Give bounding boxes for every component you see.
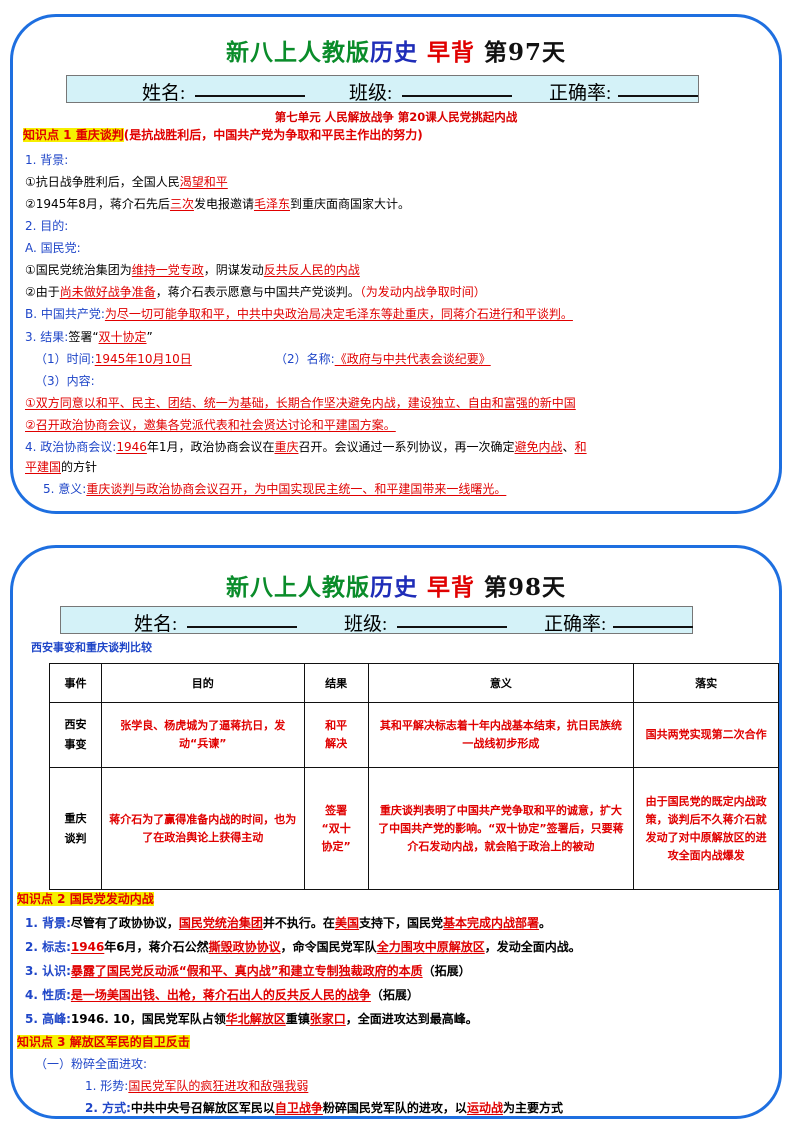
- comparison-table: 事件 目的 结果 意义 落实 西安 事变 张学良、杨虎城为了逼蒋抗日，发动“兵谏…: [49, 663, 779, 890]
- time-row: （1）时间:1945年10月10日: [35, 352, 192, 366]
- class-blank[interactable]: [402, 95, 512, 97]
- table-caption: 西安事变和重庆谈判比较: [31, 641, 152, 654]
- table-row: 重庆 谈判 蒋介石为了赢得准备内战的时间，也为了在政治舆论上获得主动 签署 “双…: [49, 767, 779, 890]
- day97-card: 新八上人教版历史 早背 第97天 姓名: 班级: 正确率: 第七单元 人民解放战…: [10, 14, 782, 514]
- kmt-heading: A. 国民党:: [25, 241, 81, 255]
- background-heading: 1. 背景:: [25, 153, 69, 167]
- meaning-row: 5. 意义:重庆谈判与政治协商会议召开，为中国实现民主统一、和平建国带来一线曙光…: [43, 482, 507, 496]
- kmt1: ①国民党统治集团为维持一党专政，阴谋发动反共反人民的内战: [25, 263, 360, 277]
- result-row: 3. 结果:签署“双十协定”: [25, 330, 153, 344]
- cell-implementation: 国共两党实现第二次合作: [633, 702, 779, 768]
- kp3-row: 知识点 3 解放区军民的自卫反击: [17, 1034, 190, 1050]
- kp1-note: (是抗战胜利后，中国共产党为争取和平民主作出的努力): [123, 128, 423, 142]
- student-info-bar: 姓名: 班级: 正确率:: [66, 75, 699, 104]
- cell-purpose: 张学良、杨虎城为了逼蒋抗日，发动“兵谏”: [100, 702, 305, 768]
- cell-significance: 重庆谈判表明了中国共产党争取和平的诚意，扩大了中国共产党的影响。“双十协定”签署…: [367, 767, 635, 890]
- name-label: 姓名:: [142, 83, 186, 104]
- content1: ①双方同意以和平、民主、团结、统一为基础，长期合作坚决避免内战，建设独立、自由和…: [25, 396, 576, 410]
- rate-label: 正确率:: [544, 614, 607, 635]
- content-heading: （3）内容:: [35, 374, 95, 388]
- cell-event: 重庆 谈判: [49, 767, 102, 890]
- rate-blank[interactable]: [613, 626, 693, 628]
- cell-significance: 其和平解决标志着十年内战基本结束，抗日民族统一战线初步形成: [367, 702, 635, 768]
- table-row: 西安 事变 张学良、杨虎城为了逼蒋抗日，发动“兵谏” 和平 解决 其和平解决标志…: [49, 702, 779, 768]
- bg1: ①抗日战争胜利后，全国人民渴望和平: [25, 175, 228, 189]
- cell-result: 签署 “双十 协定”: [303, 767, 369, 890]
- s1: （一）粉碎全面进攻:: [35, 1057, 148, 1071]
- name-row: （2）名称:《政府与中共代表会谈纪要》: [275, 352, 491, 366]
- table-header-row: 事件 目的 结果 意义 落实: [49, 663, 779, 703]
- cell-purpose: 蒋介石为了赢得准备内战的时间，也为了在政治舆论上获得主动: [100, 767, 305, 890]
- class-blank[interactable]: [397, 626, 507, 628]
- rate-blank[interactable]: [618, 95, 698, 97]
- kp2-row: 知识点 2 国民党发动内战: [17, 891, 154, 907]
- cell-implementation: 由于国民党的既定内战政策，谈判后不久蒋介石就发动了对中原解放区的进攻全面内战爆发: [633, 767, 779, 890]
- name-label: 姓名:: [134, 614, 178, 635]
- unit-heading: 第七单元 人民解放战争 第20课人民党挑起内战: [274, 110, 518, 124]
- kp3-label: 知识点 3 解放区军民的自卫反击: [17, 1035, 190, 1049]
- name-blank[interactable]: [195, 95, 305, 97]
- s2: 1. 形势:国民党军队的疯狂进攻和敌强我弱: [85, 1079, 309, 1093]
- class-label: 班级:: [349, 83, 393, 104]
- k1: 1. 背景:尽管有了政协协议，国民党统治集团并不执行。在美国支持下，国民党基本完…: [25, 916, 551, 930]
- header-result: 结果: [303, 663, 369, 703]
- header-purpose: 目的: [100, 663, 305, 703]
- k5: 5. 高峰:1946. 10，国民党军队占领华北解放区重镇张家口，全面进攻达到最…: [25, 1012, 478, 1026]
- kp1-row: 知识点 1 重庆谈判(是抗战胜利后，中国共产党为争取和平民主作出的努力): [23, 127, 423, 143]
- day98-card: 新八上人教版历史 早背 第98天 姓名: 班级: 正确率: 西安事变和重庆谈判比…: [10, 545, 782, 1119]
- kp1-label: 知识点 1 重庆谈判: [23, 128, 124, 142]
- content2: ②召开政治协商会议，邀集各党派代表和社会贤达讨论和平建国方案。: [25, 418, 396, 432]
- ccp-row: B. 中国共产党:为尽一切可能争取和平，中共中央政治局决定毛泽东等赴重庆，同蒋介…: [25, 307, 573, 321]
- bg2: ②1945年8月，蒋介石先后三次发电报邀请毛泽东到重庆面商国家大计。: [25, 197, 410, 211]
- cell-result: 和平 解决: [303, 702, 369, 768]
- k3: 3. 认识:暴露了国民党反动派“假和平、真内战”和建立专制独裁政府的本质（拓展）: [25, 964, 471, 978]
- pcc-row2: 平建国的方针: [25, 460, 98, 474]
- k2: 2. 标志:1946年6月，蒋介石公然撕毁政协协议，命令国民党军队全力围攻中原解…: [25, 940, 581, 954]
- day98-title: 新八上人教版历史 早背 第98天: [225, 574, 567, 601]
- cell-event: 西安 事变: [49, 702, 102, 768]
- class-label: 班级:: [344, 614, 388, 635]
- header-event: 事件: [49, 663, 102, 703]
- k4: 4. 性质:是一场美国出钱、出枪，蒋介石出人的反共反人民的战争（拓展）: [25, 988, 419, 1002]
- rate-label: 正确率:: [549, 83, 612, 104]
- kp2-label: 知识点 2 国民党发动内战: [17, 892, 154, 906]
- goal-heading: 2. 目的:: [25, 219, 69, 233]
- student-info-bar: 姓名: 班级: 正确率:: [60, 606, 693, 635]
- pcc-row: 4. 政治协商会议:1946年1月，政治协商会议在重庆召开。会议通过一系列协议，…: [25, 440, 587, 454]
- name-blank[interactable]: [187, 626, 297, 628]
- s3: 2. 方式:中共中央号召解放区军民以自卫战争粉碎国民党军队的进攻，以运动战为主要…: [85, 1101, 563, 1115]
- kmt2: ②由于尚未做好战争准备，蒋介石表示愿意与中国共产党谈判。（为发动内战争取时间）: [25, 285, 486, 299]
- day97-title: 新八上人教版历史 早背 第97天: [225, 39, 567, 66]
- header-implementation: 落实: [633, 663, 779, 703]
- header-significance: 意义: [367, 663, 635, 703]
